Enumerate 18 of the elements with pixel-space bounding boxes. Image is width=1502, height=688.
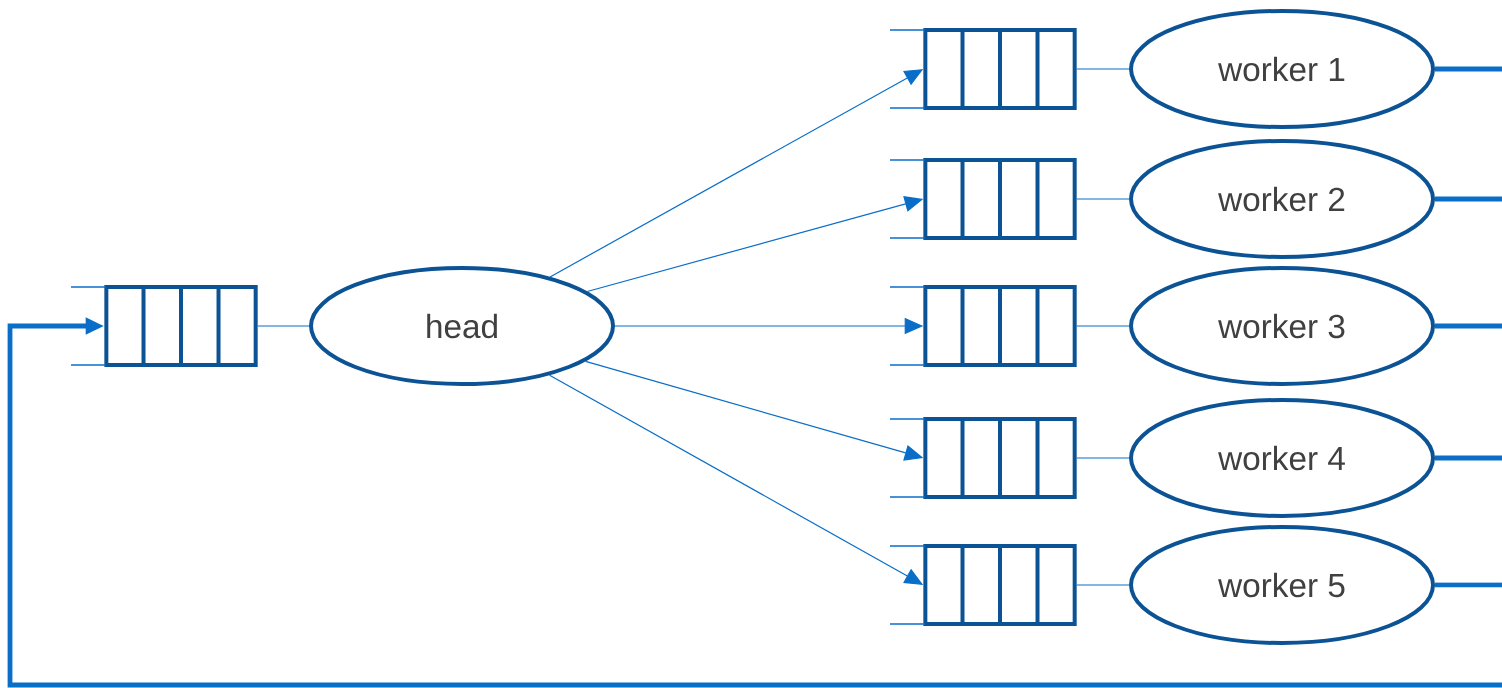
queue-drawing (889, 544, 1077, 626)
connector-line (1076, 198, 1130, 200)
output-line (1435, 323, 1502, 329)
queue-drawing (889, 417, 1077, 499)
connector-line (1076, 68, 1130, 70)
queue-drawing (889, 158, 1077, 240)
output-line (1435, 196, 1502, 202)
queue-drawing (889, 28, 1077, 110)
connector-line (1076, 584, 1130, 586)
output-line (1435, 582, 1502, 588)
connector-line (1076, 457, 1130, 459)
queue-drawing (70, 285, 258, 367)
output-line (1435, 66, 1502, 72)
output-line (1435, 455, 1502, 461)
connector-line (257, 325, 310, 327)
feedback-line (7, 317, 1502, 688)
connector-line (1076, 325, 1130, 327)
queue-drawing (889, 285, 1077, 367)
